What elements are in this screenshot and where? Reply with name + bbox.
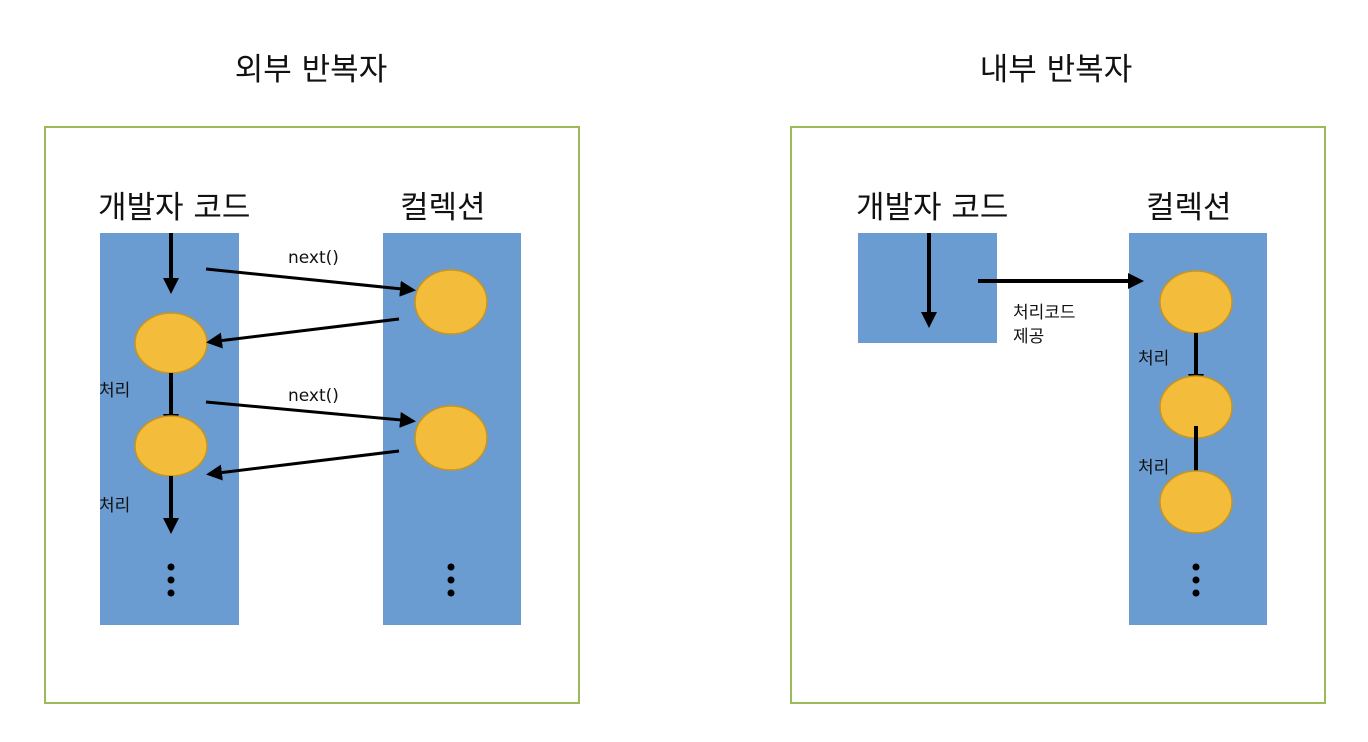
- external-dev-ellipsis: [167, 563, 175, 597]
- external-collection-node-2: [414, 405, 488, 471]
- external-return-arrow-1: [206, 317, 400, 349]
- external-iterator-panel: [44, 126, 580, 704]
- external-next-call-arrow-2: [205, 400, 416, 428]
- internal-provide-code-label-line1: 처리코드: [1013, 303, 1076, 323]
- internal-collection-node-1: [1159, 270, 1233, 334]
- external-collection-ellipsis: [447, 563, 455, 597]
- external-dev-node-1: [134, 312, 208, 374]
- external-next-label-2: next(): [288, 386, 339, 406]
- internal-collection-ellipsis: [1192, 563, 1200, 597]
- external-process-label-2: 처리: [99, 496, 131, 516]
- external-collection-node-1: [414, 269, 488, 335]
- internal-provide-code-label-line2: 제공: [1013, 327, 1045, 347]
- internal-process-label-2: 처리: [1138, 458, 1170, 478]
- external-collection-heading: 컬렉션: [400, 190, 486, 226]
- internal-developer-code-heading: 개발자 코드: [856, 190, 1009, 226]
- external-next-label-1: next(): [288, 248, 339, 268]
- internal-process-label-1: 처리: [1138, 349, 1170, 369]
- external-next-call-arrow-1: [205, 267, 416, 297]
- external-developer-code-heading: 개발자 코드: [98, 190, 251, 226]
- external-process-label-1: 처리: [99, 381, 131, 401]
- external-return-arrow-2: [206, 449, 400, 481]
- internal-iterator-panel: [790, 126, 1326, 704]
- external-dev-node-2: [134, 415, 208, 477]
- internal-collection-node-3: [1159, 470, 1233, 534]
- external-iterator-title: 외부 반복자: [234, 52, 388, 88]
- internal-collection-heading: 컬렉션: [1146, 190, 1232, 226]
- internal-iterator-title: 내부 반복자: [979, 52, 1133, 88]
